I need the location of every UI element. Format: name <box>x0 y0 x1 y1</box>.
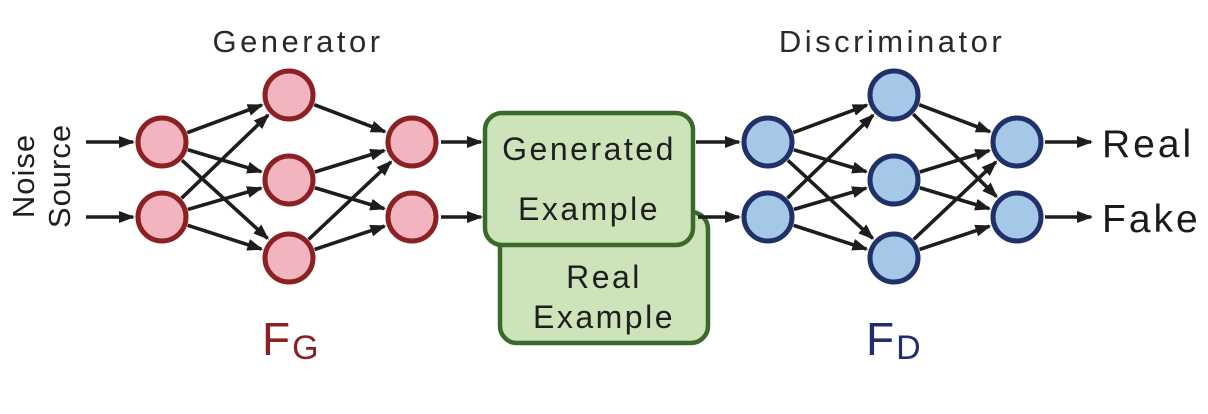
discriminator-edge-11 <box>919 224 992 252</box>
real-output-label: Real <box>1102 123 1194 166</box>
real-example-label-line1: Real <box>566 259 642 295</box>
discriminator-edge-3 <box>786 113 875 200</box>
discriminator-node-layer3-2 <box>990 190 1044 244</box>
discriminator-node-layer2-2 <box>867 153 921 207</box>
generated-example-label-line1: Generated <box>502 131 676 167</box>
generator-edge-4 <box>187 186 264 212</box>
generator-node-layer3-2 <box>385 190 439 244</box>
generator-title: Generator <box>212 24 383 59</box>
discriminator-edge-7 <box>911 112 998 198</box>
discriminator-node-layer2-1 <box>867 68 921 122</box>
generator-node-layer2-3 <box>262 231 316 285</box>
noise-source-label: NoiseSource <box>6 124 77 228</box>
discriminator-node-layer1-2 <box>741 190 795 244</box>
fake-output-label: Fake <box>1102 198 1201 241</box>
generator-node-layer1-1 <box>135 115 189 169</box>
discriminator-edge-4 <box>793 186 869 212</box>
discriminator-edge-9 <box>919 186 992 211</box>
discriminator-edge-5 <box>793 223 869 251</box>
discriminator-node-layer2-3 <box>867 231 921 285</box>
generator-edge-1 <box>187 148 264 174</box>
discriminator-edge-10 <box>912 160 998 241</box>
generator-node-layer1-2 <box>135 190 189 244</box>
generator-node-layer2-2 <box>262 153 316 207</box>
generator-edge-10 <box>314 224 387 252</box>
generator-edge-0 <box>186 103 264 135</box>
discriminator-edge-1 <box>793 148 869 174</box>
generator-edge-5 <box>187 223 264 251</box>
discriminator-node-layer1-1 <box>741 115 795 169</box>
generated-example-box <box>482 110 696 248</box>
generated-example-label-line2: Example <box>518 191 660 227</box>
real-example-label-line2: Example <box>533 299 675 335</box>
example-boxes <box>482 110 711 346</box>
discriminator-edge-0 <box>792 103 869 135</box>
generator-function-label: FG <box>262 313 319 367</box>
generator-edge-9 <box>307 160 393 241</box>
generator-edge-8 <box>314 186 387 211</box>
discriminator-edge-8 <box>919 148 992 174</box>
network-layer <box>86 68 1093 285</box>
generator-node-layer3-1 <box>385 115 439 169</box>
generator-edge-3 <box>180 113 270 200</box>
discriminator-node-layer3-1 <box>990 115 1044 169</box>
generator-node-layer2-1 <box>262 68 316 122</box>
discriminator-title: Discriminator <box>779 24 1005 59</box>
discriminator-edge-6 <box>918 102 992 134</box>
generator-edge-6 <box>313 102 387 134</box>
discriminator-function-label: FD <box>866 313 921 367</box>
generator-edge-7 <box>314 148 387 174</box>
